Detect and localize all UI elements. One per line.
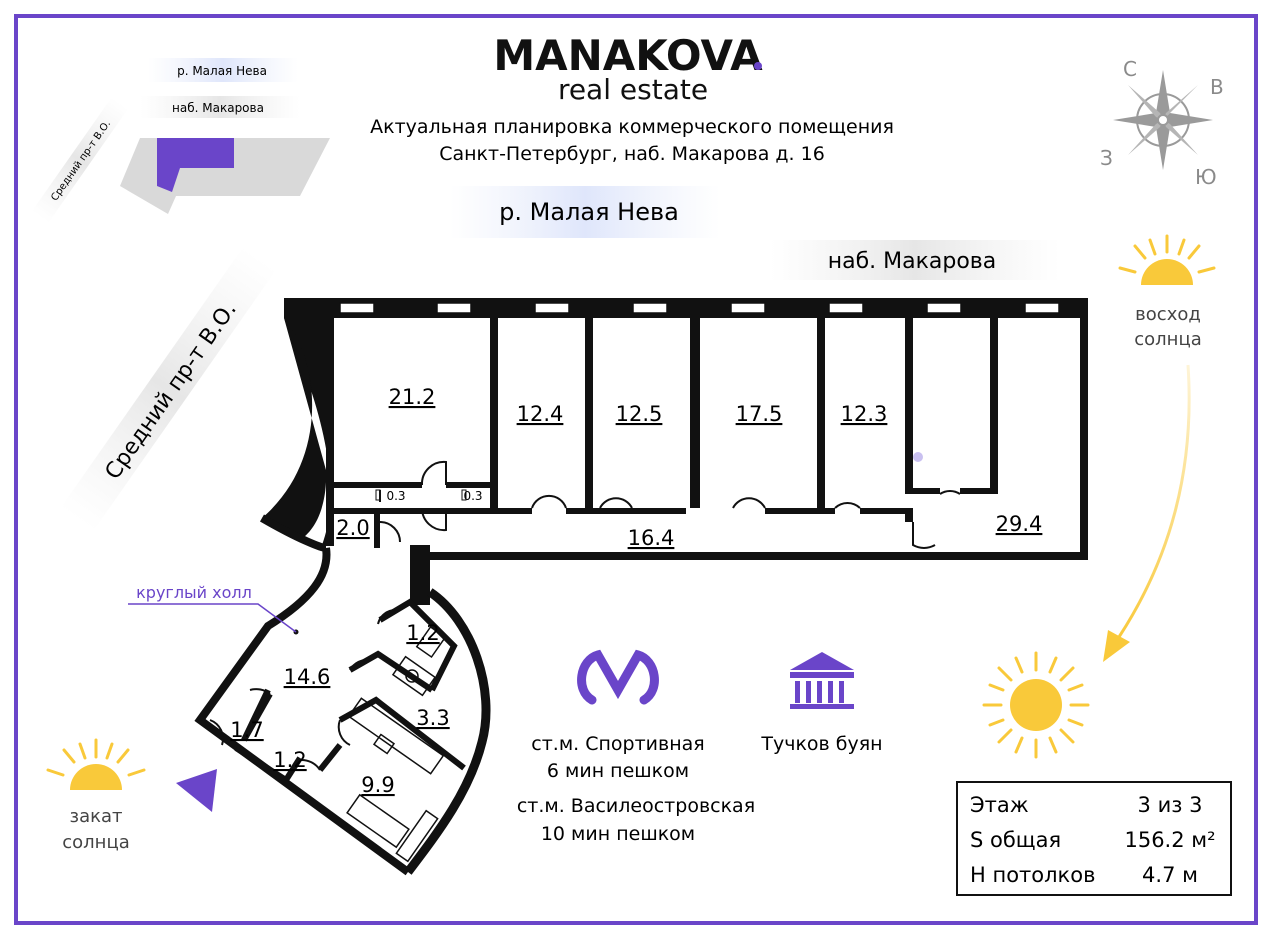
room-area-4: 17.5 — [736, 402, 783, 426]
compass-north: С — [1123, 57, 1137, 81]
landmark-building-icon — [790, 652, 854, 709]
minimap-embankment: наб. Макарова — [172, 101, 264, 115]
minimap-river: р. Малая Нева — [177, 64, 267, 78]
compass-east: В — [1210, 75, 1224, 99]
metro-line-4: 10 мин пешком — [541, 823, 695, 845]
marker-dot — [913, 452, 923, 462]
metro-line-2: 6 мин пешком — [547, 760, 689, 782]
room-area-3: 12.5 — [616, 402, 663, 426]
wc-area-2: 1.2 — [273, 748, 306, 772]
room-area-6: 29.4 — [996, 512, 1043, 536]
info-box — [956, 781, 1232, 896]
sunset-icon — [46, 738, 146, 790]
brand-sub: real estate — [558, 73, 708, 106]
minimap-river-band — [148, 58, 298, 82]
floor-plan — [194, 298, 1088, 876]
room-area-8: 3.3 — [416, 706, 449, 730]
compass-south: Ю — [1195, 165, 1217, 189]
metro-line-1: ст.м. Спортивная — [531, 733, 704, 755]
brand-dot — [754, 62, 762, 70]
river-band — [450, 186, 720, 238]
river-label: р. Малая Нева — [499, 198, 679, 226]
compass-rose-icon — [1113, 70, 1213, 170]
sunset-label-2: солнца — [62, 832, 129, 853]
hall-area: 14.6 — [284, 665, 331, 689]
sunrise-label-2: солнца — [1134, 329, 1201, 350]
sunrise-icon — [1118, 234, 1216, 285]
minimap-embankment-band — [140, 96, 300, 118]
compass-west: З — [1100, 146, 1113, 170]
info-label-ceiling: Н потолков — [970, 863, 1095, 887]
info-value-floor: 3 из 3 — [1138, 793, 1203, 817]
info-label-floor: Этаж — [970, 793, 1029, 817]
embankment-label: наб. Макарова — [828, 249, 997, 274]
info-value-ceiling: 4.7 м — [1142, 863, 1198, 887]
avenue-label: Средний пр-т В.О. — [101, 297, 242, 484]
avenue-band: Средний пр-т В.О. — [60, 246, 277, 532]
landmark-label: Тучков буян — [760, 733, 882, 755]
room-area-10: 9.9 — [361, 773, 394, 797]
corridor-area: 16.4 — [628, 526, 675, 550]
info-label-area: S общая — [970, 828, 1061, 852]
header-line1: Актуальная планировка коммерческого поме… — [370, 116, 894, 138]
niche-area-2: 0.3 — [463, 489, 482, 503]
wc-area-1: 1.2 — [406, 621, 439, 645]
metro-line-3: ст.м. Василеостровская — [517, 795, 755, 817]
hall-label: круглый холл — [136, 583, 252, 602]
room-area-2: 12.4 — [517, 402, 564, 426]
page-frame — [14, 14, 1258, 925]
sunset-direction-arrow — [176, 769, 217, 812]
svg-text:Средний пр-т В.О.: Средний пр-т В.О. — [49, 119, 113, 204]
room-area-7: 2.0 — [336, 516, 369, 540]
embankment-band — [770, 240, 1060, 280]
brand-name: MANAKOVA — [493, 31, 763, 80]
niche-area-1: 0.3 — [386, 489, 405, 503]
info-value-area: 156.2 м² — [1124, 828, 1215, 852]
minimap-avenue: Средний пр-т В.О. — [31, 96, 129, 224]
room-area-9: 1.7 — [230, 718, 263, 742]
hall-label-leader — [128, 603, 297, 633]
metro-icon — [577, 649, 659, 705]
sun-path-arrowhead — [1103, 630, 1130, 662]
room-area-5: 12.3 — [841, 402, 888, 426]
minimap-unit — [157, 138, 234, 192]
sun-path-arrow — [1115, 364, 1191, 641]
sunset-label-1: закат — [70, 806, 123, 827]
sun-icon — [982, 651, 1090, 759]
header-line2: Санкт-Петербург, наб. Макарова д. 16 — [439, 143, 825, 165]
room-area-1: 21.2 — [389, 385, 436, 409]
sunrise-label-1: восход — [1135, 304, 1201, 325]
